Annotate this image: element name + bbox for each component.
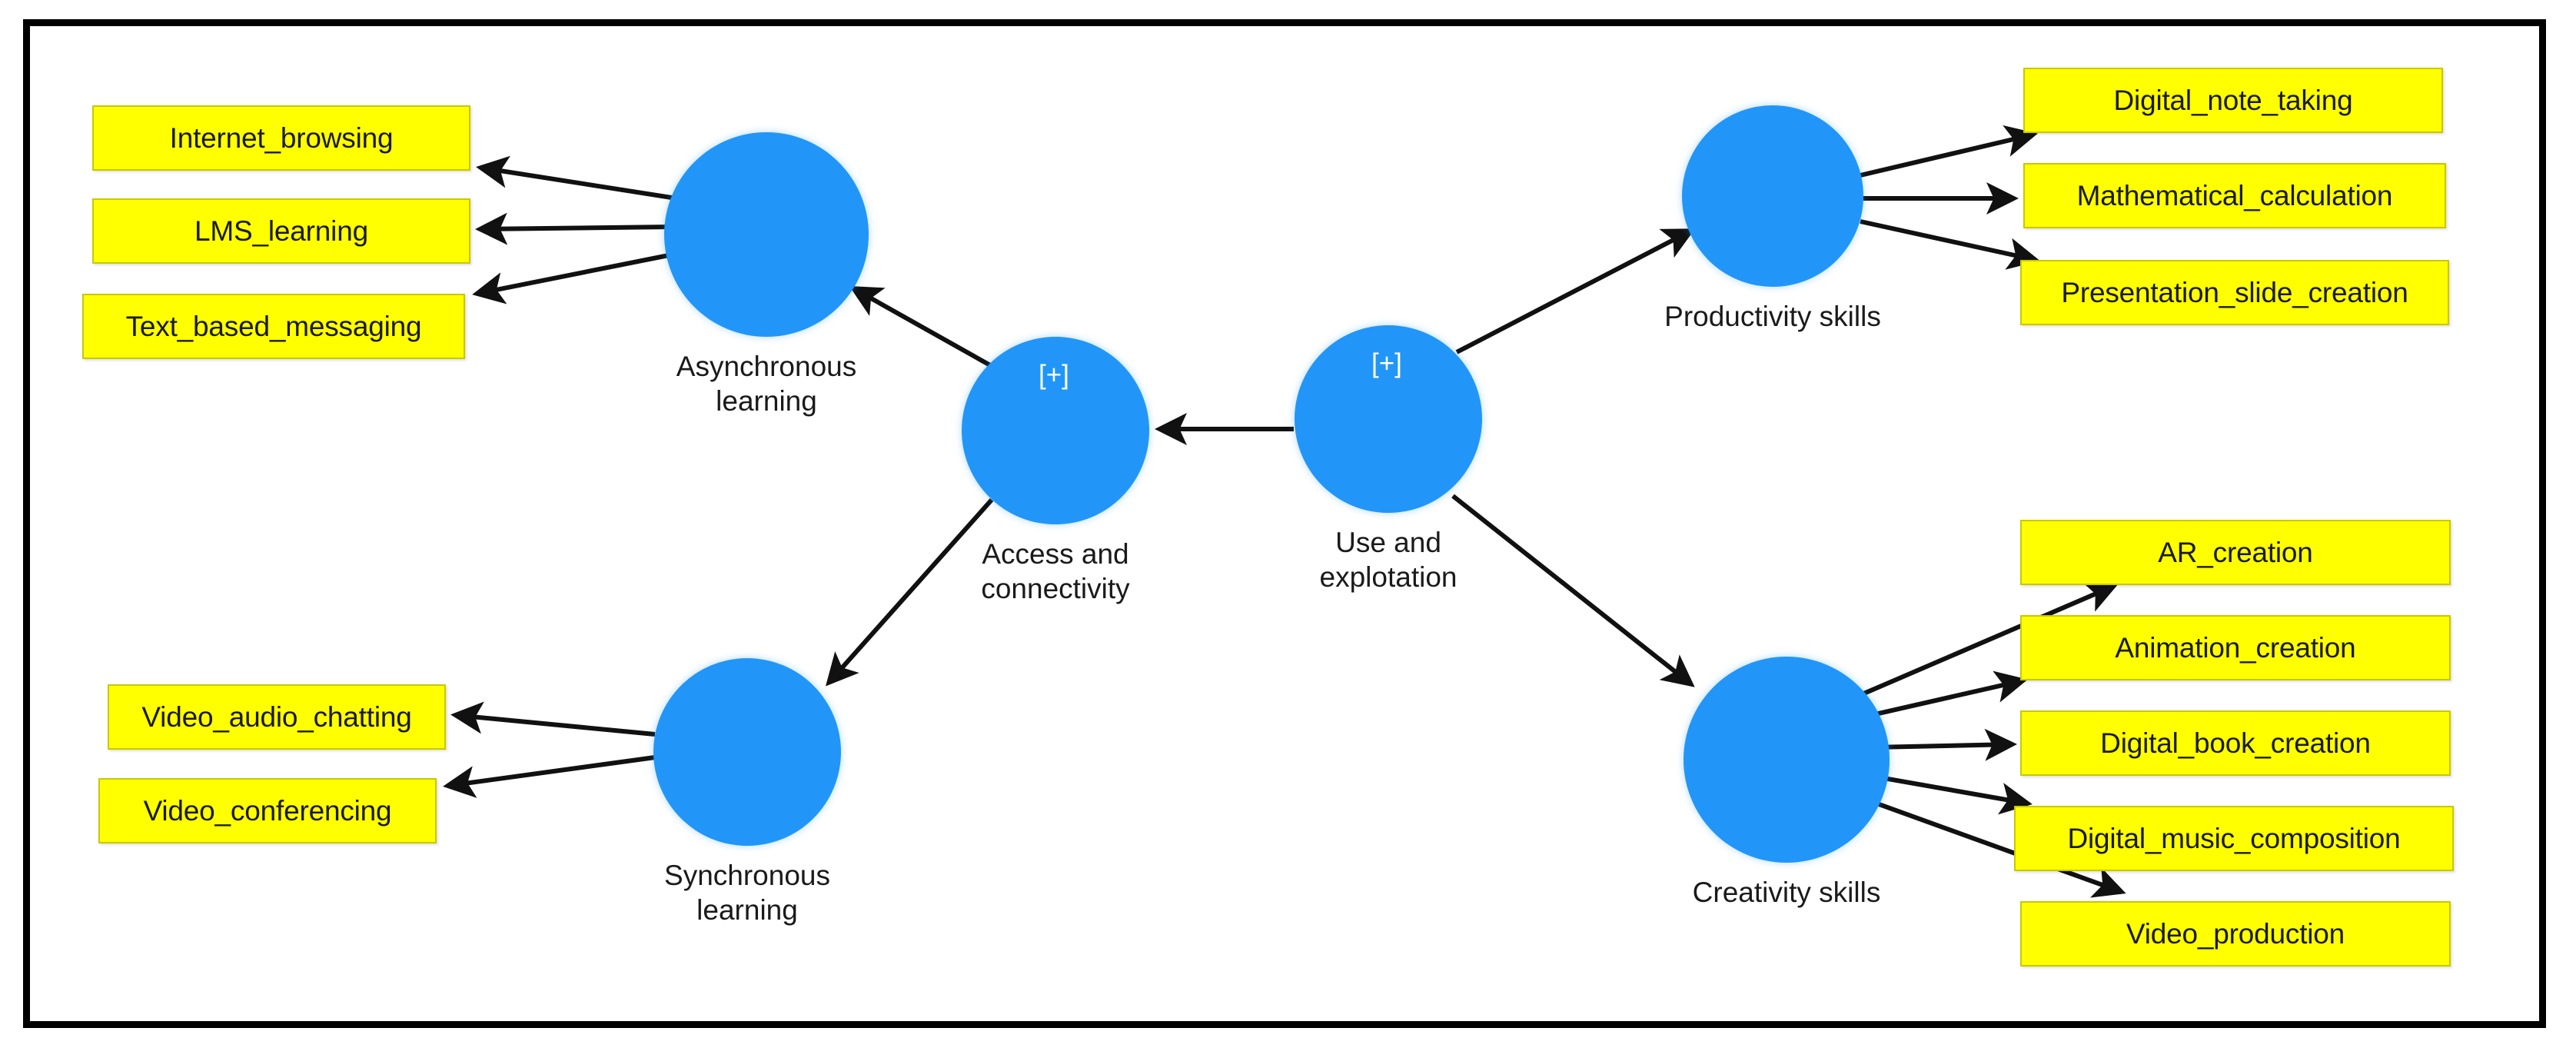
node-label-use_exploitation: Use and explotation	[1319, 527, 1458, 594]
node-access_connectivity[interactable]	[962, 337, 1149, 524]
leaf-box-digital_music_composition[interactable]: Digital_music_composition	[2014, 806, 2454, 871]
node-use_exploitation[interactable]	[1295, 325, 1482, 513]
node-synchronous_learning[interactable]	[653, 658, 841, 846]
node-label-creativity_skills: Creativity skills	[1692, 877, 1881, 908]
leaf-box-text_based_messaging[interactable]: Text_based_messaging	[82, 294, 465, 359]
node-label-synchronous_learning: Synchronous learning	[664, 860, 830, 927]
leaf-box-digital_book_creation[interactable]: Digital_book_creation	[2020, 710, 2451, 776]
node-creativity_skills[interactable]	[1684, 657, 1890, 863]
expand-badge-access_connectivity[interactable]: [+]	[1039, 360, 1069, 390]
leaf-box-internet_browsing[interactable]: Internet_browsing	[92, 105, 470, 171]
node-label-asynchronous_learning: Asynchronous learning	[676, 351, 857, 418]
leaf-box-lms_learning[interactable]: LMS_learning	[92, 198, 470, 264]
node-label-productivity_skills: Productivity skills	[1664, 301, 1881, 332]
leaf-box-video_audio_chatting[interactable]: Video_audio_chatting	[108, 684, 446, 750]
leaf-box-presentation_slide_creation[interactable]: Presentation_slide_creation	[2020, 260, 2449, 325]
expand-badge-use_exploitation[interactable]: [+]	[1371, 348, 1402, 378]
leaf-box-digital_note_taking[interactable]: Digital_note_taking	[2023, 68, 2443, 133]
leaf-box-video_production[interactable]: Video_production	[2020, 901, 2451, 967]
leaf-box-video_conferencing[interactable]: Video_conferencing	[98, 778, 437, 843]
node-asynchronous_learning[interactable]	[664, 132, 869, 337]
leaf-box-mathematical_calculation[interactable]: Mathematical_calculation	[2023, 163, 2446, 228]
leaf-box-ar_creation[interactable]: AR_creation	[2020, 520, 2451, 585]
node-productivity_skills[interactable]	[1682, 105, 1863, 287]
leaf-box-animation_creation[interactable]: Animation_creation	[2020, 615, 2451, 680]
node-label-access_connectivity: Access and connectivity	[981, 538, 1130, 605]
